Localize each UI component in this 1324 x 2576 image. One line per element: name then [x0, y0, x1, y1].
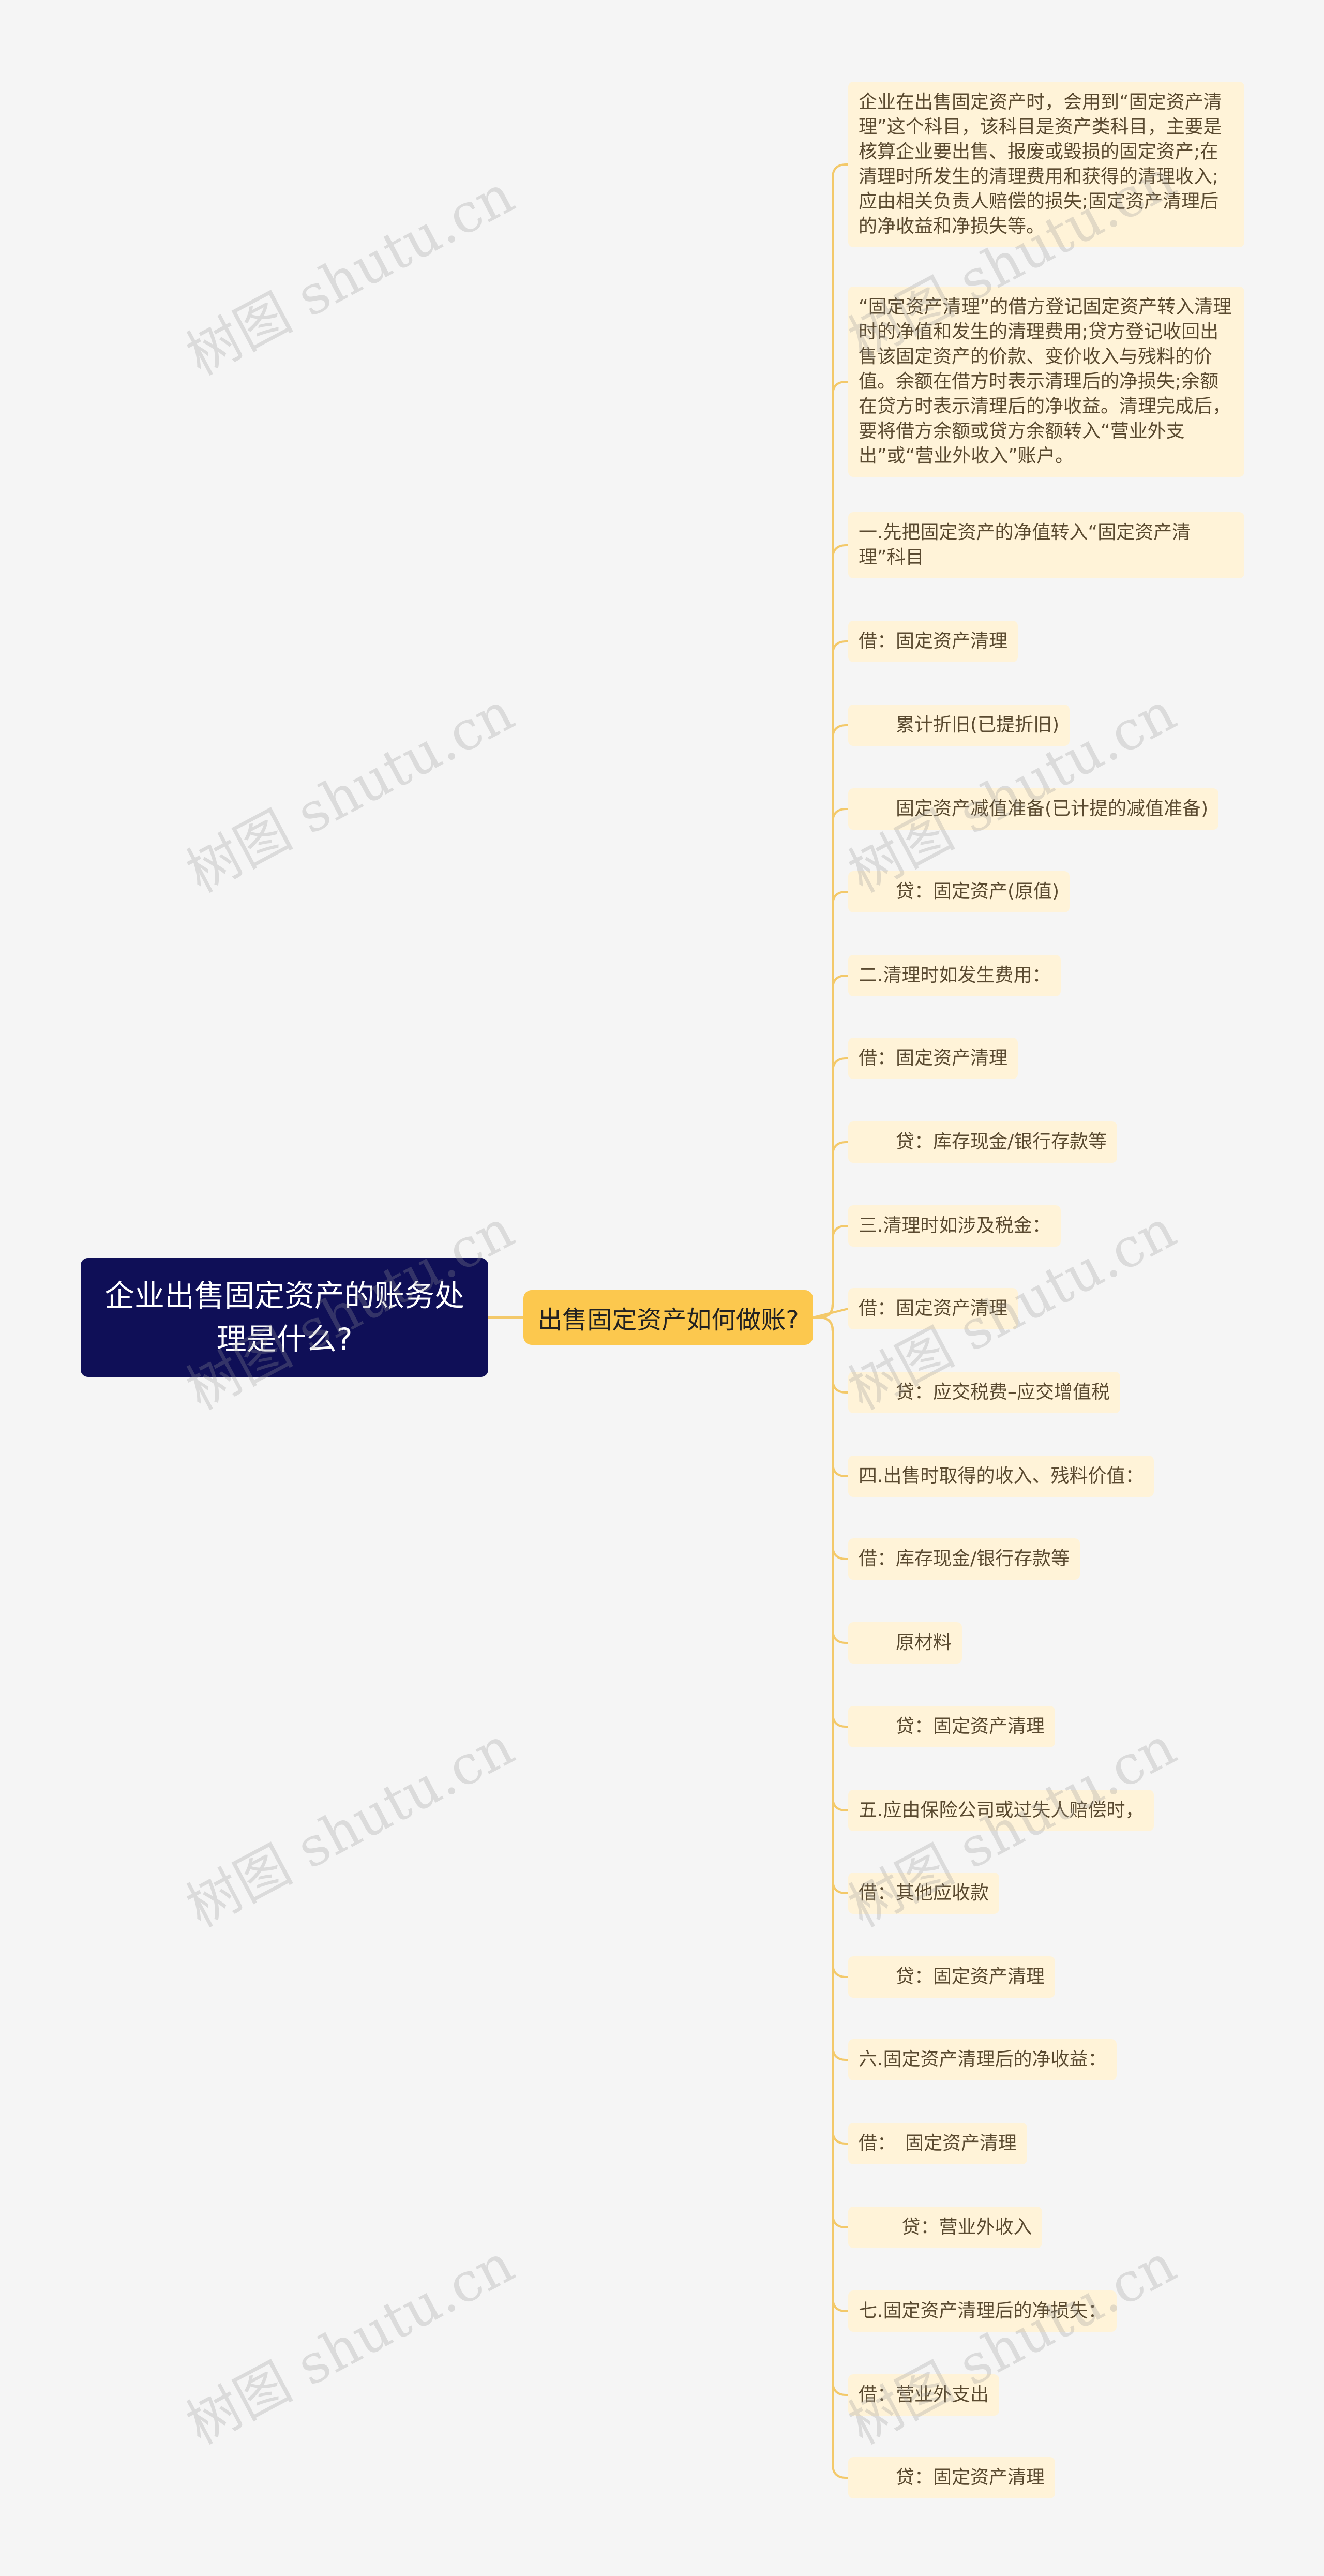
leaf-node[interactable]: 借：营业外支出 — [848, 2374, 1000, 2416]
leaf-link — [813, 1141, 848, 1319]
leaf-link — [813, 975, 848, 1319]
leaf-node[interactable]: 贷：应交税费–应交增值税 — [848, 1372, 1121, 1413]
leaf-link — [813, 544, 848, 1319]
leaf-node[interactable]: 借： 固定资产清理 — [848, 2123, 1028, 2164]
leaf-node[interactable]: 累计折旧(已提折旧) — [848, 705, 1070, 746]
leaf-link — [813, 381, 848, 1319]
leaf-node[interactable]: 五.应由保险公司或过失人赔偿时， — [848, 1790, 1154, 1831]
leaf-link — [813, 1057, 848, 1319]
leaf-node[interactable]: 借：固定资产清理 — [848, 1288, 1018, 1329]
leaf-node[interactable]: 六.固定资产清理后的净收益： — [848, 2039, 1117, 2080]
leaf-node[interactable]: 固定资产减值准备(已计提的减值准备) — [848, 788, 1219, 830]
leaf-node[interactable]: 七.固定资产清理后的净损失： — [848, 2290, 1117, 2332]
leaf-link — [813, 1316, 848, 2396]
leaf-link — [813, 1316, 848, 1728]
leaf-link — [813, 1316, 848, 1560]
leaf-node[interactable]: 一.先把固定资产的净值转入“固定资产清理”科目 — [848, 512, 1244, 578]
leaf-node[interactable]: 四.出售时取得的收入、残料价值： — [848, 1456, 1154, 1497]
leaf-link — [813, 1316, 848, 1978]
leaf-node[interactable]: 借：其他应收款 — [848, 1873, 1000, 1914]
leaf-link — [813, 1316, 848, 2312]
leaf-link — [813, 1316, 848, 1894]
leaf-link — [813, 1225, 848, 1319]
leaf-node[interactable]: 原材料 — [848, 1622, 962, 1664]
leaf-link — [813, 1316, 848, 2228]
leaf-link — [813, 1308, 849, 1319]
leaf-link — [813, 1316, 848, 2061]
leaf-link — [813, 891, 848, 1319]
leaf-node[interactable]: 企业在出售固定资产时，会用到“固定资产清理”这个科目，该科目是资产类科目，主要是… — [848, 82, 1244, 247]
leaf-link — [813, 163, 848, 1319]
leaf-link — [813, 1316, 848, 1644]
leaf-link — [813, 1316, 848, 2479]
leaf-node[interactable]: 贷：固定资产(原值) — [848, 871, 1070, 912]
leaf-link — [813, 1316, 848, 2145]
leaf-node[interactable]: 贷：营业外收入 — [848, 2207, 1043, 2248]
leaf-link — [813, 1316, 848, 1477]
leaf-link — [813, 1316, 848, 1394]
leaf-node[interactable]: 借：固定资产清理 — [848, 1038, 1018, 1079]
root-node[interactable]: 企业出售固定资产的账务处理是什么? — [81, 1258, 488, 1377]
leaf-node[interactable]: 借：固定资产清理 — [848, 621, 1018, 662]
leaf-node[interactable]: 二.清理时如发生费用： — [848, 955, 1061, 996]
leaf-node[interactable]: 贷：库存现金/银行存款等 — [848, 1121, 1118, 1163]
branch-node[interactable]: 出售固定资产如何做账? — [523, 1290, 813, 1345]
leaf-node[interactable]: 三.清理时如涉及税金： — [848, 1205, 1061, 1247]
leaf-node[interactable]: “固定资产清理”的借方登记固定资产转入清理时的净值和发生的清理费用;贷方登记收回… — [848, 287, 1244, 477]
leaf-link — [813, 808, 848, 1319]
leaf-node[interactable]: 借：库存现金/银行存款等 — [848, 1538, 1080, 1580]
leaf-node[interactable]: 贷：固定资产清理 — [848, 1956, 1056, 1998]
leaf-link — [813, 640, 848, 1319]
leaf-link — [813, 724, 848, 1319]
leaf-node[interactable]: 贷：固定资产清理 — [848, 1706, 1056, 1747]
leaf-node[interactable]: 贷：固定资产清理 — [848, 2457, 1056, 2498]
